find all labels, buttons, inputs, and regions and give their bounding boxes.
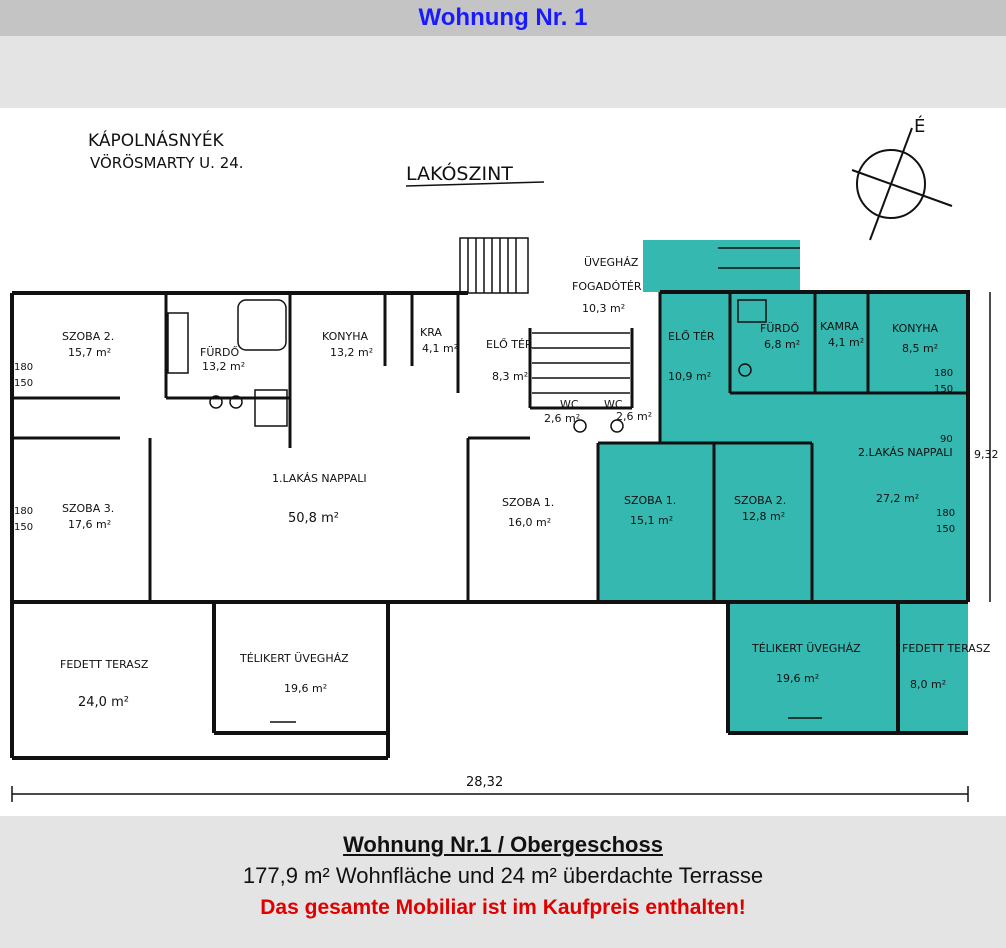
room-fedett-right-area: 8,0 m² [910, 678, 946, 691]
room-nappali1-area: 50,8 m² [288, 511, 339, 526]
window-dimensions: 180 150 180 150 180 150 90 180 150 [14, 362, 955, 535]
dim-total-width: 28,32 [466, 775, 503, 790]
room-fedett-left: FEDETT TERASZ [60, 658, 149, 671]
dim-90: 90 [940, 434, 953, 445]
address-line-2: VÖRÖSMARTY U. 24. [90, 153, 244, 172]
room-nappali2-area: 27,2 m² [876, 492, 919, 505]
room-wc2-area: 2,6 m² [616, 410, 652, 423]
room-furdo-right-area: 6,8 m² [764, 338, 800, 351]
room-wc1: WC [560, 398, 579, 411]
floor-plan-drawing: KÁPOLNÁSNYÉK VÖRÖSMARTY U. 24. LAKÓSZINT… [10, 115, 999, 802]
compass-letter: É [914, 115, 925, 137]
room-wc2: WC [604, 398, 623, 411]
dimension-lines [11, 292, 991, 802]
room-kra-area: 4,1 m² [422, 342, 458, 355]
room-fogado: FOGADÓTÉR [572, 280, 642, 293]
room-fedett-left-area: 24,0 m² [78, 695, 129, 710]
room-telikert-right: TÉLIKERT ÜVEGHÁZ [751, 642, 861, 655]
room-kra: KRA [420, 326, 442, 339]
room-szoba1-right-area: 15,1 m² [630, 514, 673, 527]
dim-150-c: 150 [934, 384, 953, 395]
room-telikert-left-area: 19,6 m² [284, 682, 327, 695]
room-eloter-mid-area: 8,3 m² [492, 370, 528, 383]
room-szoba1-mid-area: 16,0 m² [508, 516, 551, 529]
room-wc1-area: 2,6 m² [544, 412, 580, 425]
room-kamra-area: 4,1 m² [828, 336, 864, 349]
floor-label: LAKÓSZINT [406, 161, 513, 185]
highlighted-apartment [598, 240, 968, 733]
room-fogado-area: 10,3 m² [582, 302, 625, 315]
caption-block: Wohnung Nr.1 / Obergeschoss 177,9 m² Woh… [0, 830, 1006, 924]
caption-heading: Wohnung Nr.1 / Obergeschoss [343, 832, 663, 857]
floor-plan-image: KÁPOLNÁSNYÉK VÖRÖSMARTY U. 24. LAKÓSZINT… [0, 108, 1006, 816]
room-szoba2-right-area: 12,8 m² [742, 510, 785, 523]
room-konyha-left: KONYHA [322, 330, 368, 343]
room-telikert-left: TÉLIKERT ÜVEGHÁZ [239, 652, 349, 665]
room-konyha-right-area: 8,5 m² [902, 342, 938, 355]
room-konyha-left-area: 13,2 m² [330, 346, 373, 359]
room-szoba2-right: SZOBA 2. [734, 494, 786, 507]
room-szoba2-left: SZOBA 2. [62, 330, 114, 343]
page-title: Wohnung Nr. 1 [418, 4, 588, 31]
room-fedett-right: FEDETT TERASZ [902, 642, 991, 655]
room-telikert-right-area: 19,6 m² [776, 672, 819, 685]
room-furdo-left-area: 13,2 m² [202, 360, 245, 373]
header-bar: Wohnung Nr. 1 [0, 0, 1006, 36]
dim-180-b: 180 [14, 506, 33, 517]
room-kamra: KAMRA [820, 320, 859, 333]
bathroom-fixtures [167, 299, 767, 433]
address-line-1: KÁPOLNÁSNYÉK [88, 129, 225, 151]
caption-areas: 177,9 m² Wohnfläche und 24 m² überdachte… [242, 863, 764, 888]
dim-150-a: 150 [14, 378, 33, 389]
dim-150-b: 150 [14, 522, 33, 533]
walls [10, 290, 970, 760]
stairs [459, 237, 800, 394]
room-nappali2: 2.LAKÁS NAPPALI [858, 446, 953, 459]
dim-180-a: 180 [14, 362, 33, 373]
dim-depth: 9,32 [974, 448, 999, 461]
dim-180-c: 180 [934, 368, 953, 379]
room-eloter-right-area: 10,9 m² [668, 370, 711, 383]
room-nappali1: 1.LAKÁS NAPPALI [272, 472, 367, 485]
room-szoba3-area: 17,6 m² [68, 518, 111, 531]
room-furdo-left: FÜRDŐ [200, 345, 239, 359]
door-markers [270, 717, 822, 723]
room-furdo-right: FÜRDŐ [760, 321, 799, 335]
dim-180-d: 180 [936, 508, 955, 519]
room-szoba2-left-area: 15,7 m² [68, 346, 111, 359]
compass-icon [851, 127, 953, 241]
room-szoba3: SZOBA 3. [62, 502, 114, 515]
room-eloter-mid: ELŐ TÉR [486, 337, 533, 351]
room-eloter-right: ELŐ TÉR [668, 329, 715, 343]
caption-note: Das gesamte Mobiliar ist im Kaufpreis en… [260, 896, 746, 919]
room-uveghaz-top: ÜVEGHÁZ [584, 256, 639, 269]
interior-walls [12, 292, 968, 602]
room-labels: SZOBA 2. 15,7 m² FÜRDŐ 13,2 m² KONYHA 13… [60, 256, 991, 710]
room-szoba1-mid: SZOBA 1. [502, 496, 554, 509]
room-konyha-right: KONYHA [892, 322, 938, 335]
room-szoba1-right: SZOBA 1. [624, 494, 676, 507]
dim-150-d: 150 [936, 524, 955, 535]
